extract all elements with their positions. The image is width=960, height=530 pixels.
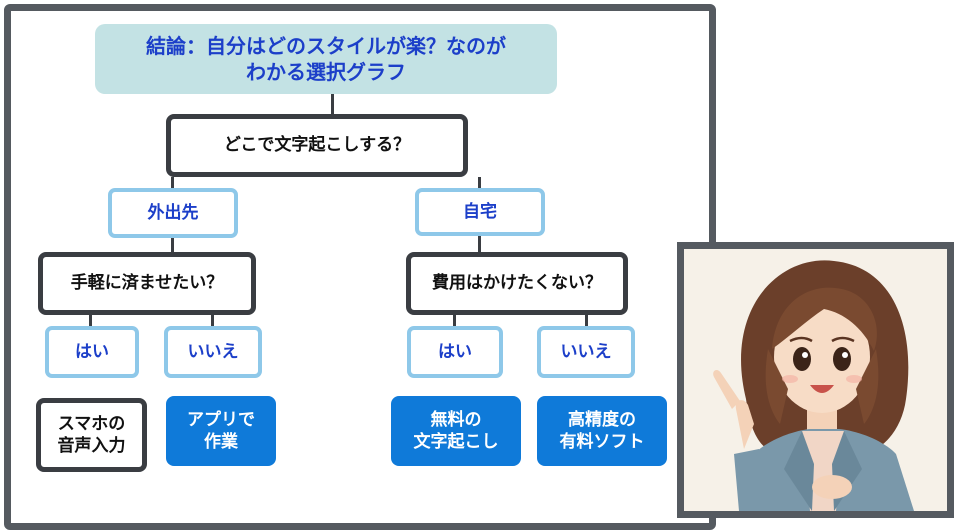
presenter-illustration-frame	[677, 242, 954, 518]
option-home-yes: はい	[407, 326, 503, 378]
question-outside: 手軽に済ませたい？	[38, 252, 256, 315]
connector-q2-yes	[453, 315, 456, 327]
result-paid-software: 高精度の 有料ソフト	[537, 396, 667, 466]
connector-q1-yes	[89, 315, 92, 327]
result-free-transcription: 無料の 文字起こし	[391, 396, 521, 466]
branch-home: 自宅	[415, 188, 545, 236]
connector-home-question	[478, 236, 481, 254]
connector-q1-no	[211, 315, 214, 327]
connector-outside-question	[171, 238, 174, 254]
option-outside-yes: はい	[45, 326, 139, 378]
presenter-woman-illustration	[713, 260, 914, 511]
diagram-title: 結論：自分はどのスタイルが楽？なのが わかる選択グラフ	[95, 24, 557, 94]
branch-outside: 外出先	[108, 188, 238, 238]
connector-root-right	[478, 177, 481, 191]
question-home: 費用はかけたくない？	[406, 252, 628, 315]
connector-root-left	[171, 177, 174, 191]
root-question: どこで文字起こしする？	[166, 114, 468, 177]
result-app-work: アプリで 作業	[166, 396, 276, 466]
result-smartphone-voice-input: スマホの 音声入力	[36, 398, 147, 472]
connector-title-root	[331, 94, 334, 116]
option-home-no: いいえ	[537, 326, 635, 378]
option-outside-no: いいえ	[164, 326, 262, 378]
connector-q2-no	[585, 315, 588, 327]
